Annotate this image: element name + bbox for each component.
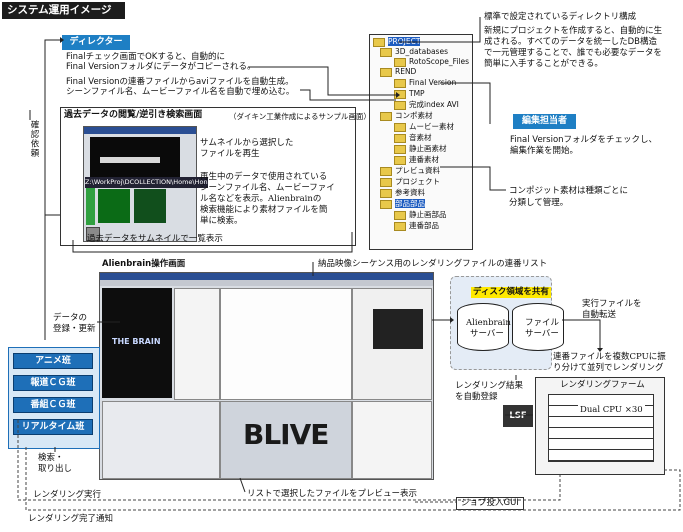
dir-desc-2: 成される。すべてのデータを統一したDB構造 [484,37,657,47]
past-data-heading: 過去データの閲覧/逆引き検索画面 [64,110,203,120]
team-news-cg: 報道ＣＧ班 [13,375,93,391]
file-server [512,303,564,351]
render-exec-label: レンダリング実行 [33,490,102,500]
past-data-bottom-note: 過去データをサムネイルで一覧表示 [87,234,223,244]
server2-type: サーバー [525,329,559,339]
confirm-request-label: 確認依頼 [29,120,39,158]
thumbnail-2[interactable] [134,189,166,223]
editor-text-1: Final Versionフォルダをチェックし、 [510,135,658,145]
preview-pane: BLIVE [220,401,352,479]
past-data-heading-note: （ダイキン工業作成によるサンプル画面） [229,112,371,121]
dir-desc-1: 新規にプロジェクトを作成すると、自動的に生 [484,26,663,36]
tree-item-seq-parts[interactable]: 連番部品 [394,221,439,232]
preview-logo: BLIVE [243,418,329,451]
director-text-1a: Finalチェック画面でOKすると、自動的に [66,52,226,62]
search-2: 取り出し [38,464,73,474]
server1-name: Alienbrain [466,318,511,328]
director-text-1b: Final Versionフォルダにデータがコピーされる。 [66,62,256,72]
play-note-5: 単に検索。 [200,216,243,226]
editor-label: 編集担当者 [513,114,576,129]
auto-transfer-1: 実行ファイルを [582,299,642,309]
tree-item-sound[interactable]: 音素材 [394,133,432,144]
tree-item-compo[interactable]: コンポ素材 [380,111,433,122]
play-note-2: シーンファイル名、ムービーファイ [200,183,335,193]
past-data-panel: 過去データの閲覧/逆引き検索画面 （ダイキン工業作成によるサンプル画面） Z:\… [60,107,371,246]
distribute-1: 連番ファイルを複数CPUに振 [553,352,666,362]
tree-item-rotoscope[interactable]: RotoScope_Files [394,57,469,68]
tree-item-preview[interactable]: プレビュ資料 [380,166,440,177]
banner-text: THE BRAIN [112,337,161,346]
tree-item-tmp[interactable]: TMP [394,89,425,100]
tree-item-rend[interactable]: REND [380,67,416,78]
server1-type: サーバー [470,329,504,339]
team-realtime: リアルタイム班 [13,419,93,435]
tree-item-reference[interactable]: 参考資料 [380,188,425,199]
data-reg-1: データの [53,313,88,323]
render-result-1: レンダリング結果 [455,381,524,391]
tree-item-3d-databases[interactable]: 3D_databases [380,47,448,58]
preview-note: リストで選択したファイルをプレビュー表示 [247,489,418,499]
tree-item-index-avi[interactable]: 完成index AVI [394,100,459,111]
disk-share-label: ディスク領域を共有 [471,287,551,298]
tree-item-parts[interactable]: 部品部品 [380,199,425,210]
path-text: Z:\WorkProj\DCOLLECTION\Home\Hon [85,177,208,188]
arrow-to-director [44,39,60,340]
tree-item-sequence[interactable]: 連番素材 [394,155,439,166]
editor-text-2: 編集作業を開始。 [510,146,579,156]
render-done-label: レンダリング完了通知 [28,514,114,524]
composite-note-2: 分類して管理。 [509,198,569,208]
tree-item-movie[interactable]: ムービー素材 [394,122,454,133]
director-label: ディレクター [62,35,130,50]
alienbrain-screenshot: THE BRAIN BLIVE [99,272,434,480]
alienbrain-preview-left: THE BRAIN [102,288,172,398]
tree-item-still-parts[interactable]: 静止画部品 [394,210,447,221]
lsf-box: LSF [503,405,533,427]
director-text-2a: Final Versionの連番ファイルからaviファイルを自動生成。 [66,77,294,87]
render-list-note: 納品映像シーケンス用のレンダリングファイルの連番リスト [318,259,548,269]
team-program-cg: 番組ＣＧ班 [13,397,93,413]
play-note-4: 検索機能により素材ファイルを簡 [200,205,328,215]
dir-desc-4: 簡単に入手することができる。 [484,59,603,69]
dir-heading: 標準で設定されているディレクトリ構成 [484,12,637,22]
dir-desc-3: で一元管理することで、誰でも必要なデータを [484,48,662,58]
render-result-2: を自動登録 [455,392,498,402]
play-note-1: 再生中のデータで使用されている [200,172,328,182]
search-1: 検索・ [38,453,64,463]
alienbrain-server [457,303,509,351]
composite-note-1: コンポジット素材は種類ごとに [509,186,629,196]
alienbrain-heading: Alienbrain操作画面 [102,259,186,269]
data-reg-2: 登録・更新 [53,324,96,334]
cpu-label: Dual CPU ×30 [578,405,645,416]
thumb-note-1: サムネイルから選択した [200,138,294,148]
file-list[interactable] [220,288,352,400]
tree-item-project-sub[interactable]: プロジェクト [380,177,440,188]
server2-name: ファイル [525,318,560,328]
thumb-note-2: ファイルを再生 [200,149,260,159]
auto-transfer-2: 自動転送 [582,310,617,320]
play-note-3: ル名などを表示。Alienbrainの [200,194,322,204]
team-anime: アニメ班 [13,353,93,369]
tree-item-still[interactable]: 静止画素材 [394,144,447,155]
render-farm-label: レンダリングファーム [560,380,645,390]
past-data-screenshot: Z:\WorkProj\DCOLLECTION\Home\Hon [83,126,208,242]
tree-item-final-version[interactable]: Final Version [394,78,456,89]
page-title: システム運用イメージ [2,2,125,19]
director-text-2b: シーンファイル名、ムービーファイル名を自動で埋め込む。 [66,87,295,97]
thumbnail-1[interactable] [98,189,130,223]
distribute-2: り分けて並列でレンダリング [553,363,664,373]
